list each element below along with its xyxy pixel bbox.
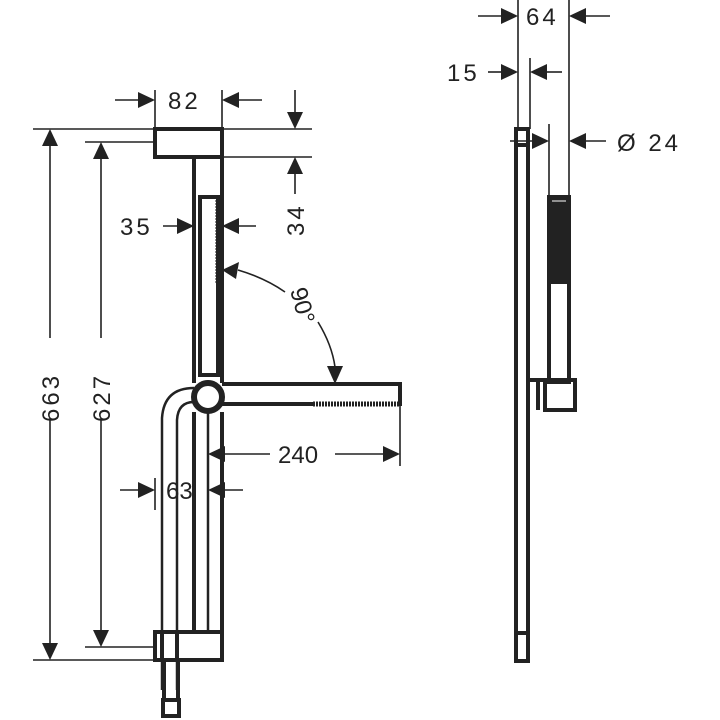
svg-text:15: 15: [447, 60, 480, 87]
top-bracket: [153, 127, 224, 159]
front-view: 82 34 35 90°: [33, 88, 402, 718]
side-view: 64 15 Ø 24: [447, 0, 681, 663]
dimension-34: 34: [222, 90, 312, 236]
dimension-240: 240: [207, 406, 401, 505]
svg-text:627: 627: [89, 373, 116, 422]
svg-text:64: 64: [526, 4, 559, 31]
dimension-627: 627: [85, 141, 155, 648]
svg-text:Ø 24: Ø 24: [617, 130, 681, 157]
dimension-64: 64: [478, 0, 610, 197]
side-holder: [528, 378, 577, 412]
svg-text:35: 35: [120, 214, 153, 241]
dimension-angle-90: 90°: [222, 262, 343, 384]
svg-text:663: 663: [38, 373, 65, 422]
dimension-35: 35: [120, 214, 256, 241]
dimension-82: 82: [115, 88, 262, 129]
hose-connector: [161, 698, 181, 718]
svg-text:240: 240: [278, 442, 318, 469]
svg-text:63: 63: [166, 478, 193, 505]
svg-text:82: 82: [168, 88, 201, 115]
dimension-diameter-24: Ø 24: [510, 124, 681, 197]
dimension-663: 663: [33, 128, 155, 661]
svg-text:90°: 90°: [284, 285, 319, 327]
svg-text:34: 34: [283, 203, 310, 236]
handshower-front: [198, 195, 220, 377]
dimension-63: 63: [120, 478, 243, 510]
swivel-joint: [191, 380, 225, 414]
handshower-side: [547, 195, 571, 384]
shower-arm: [222, 382, 402, 407]
shower-hose: [160, 386, 210, 690]
side-rail: [514, 127, 530, 663]
bottom-bracket: [153, 630, 224, 662]
dimension-15: 15: [447, 58, 562, 129]
